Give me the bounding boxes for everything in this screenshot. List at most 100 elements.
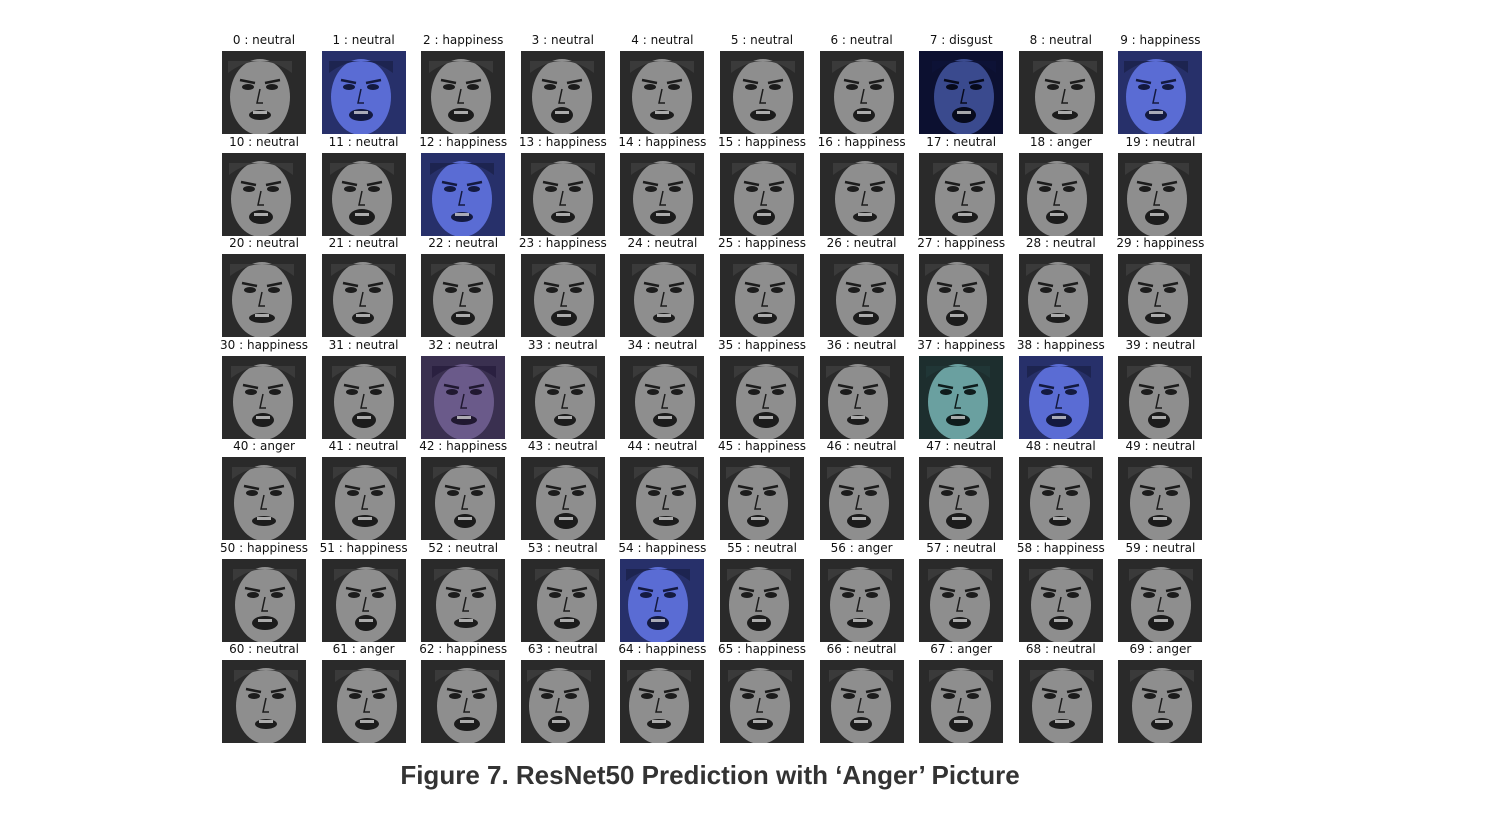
prediction-label: 23 : happiness bbox=[518, 236, 607, 250]
face-thumbnail bbox=[1018, 152, 1103, 236]
image-cell: 4 : neutral bbox=[612, 0, 712, 134]
prediction-label: 34 : neutral bbox=[627, 337, 698, 352]
prediction-label: 33 : neutral bbox=[527, 337, 598, 352]
prediction-label: 32 : neutral bbox=[428, 337, 499, 352]
image-cell: 6 : neutral bbox=[812, 0, 912, 134]
face-thumbnail bbox=[520, 660, 605, 743]
image-cell: 69 : anger bbox=[1110, 609, 1210, 743]
prediction-label: 46 : neutral bbox=[826, 439, 897, 453]
face-thumbnail bbox=[620, 51, 705, 134]
image-cell: 28 : neutral bbox=[1011, 203, 1111, 337]
image-cell: 57 : neutral bbox=[911, 508, 1011, 642]
face-thumbnail bbox=[720, 51, 804, 134]
face-thumbnail bbox=[620, 355, 705, 439]
image-cell: 15 : happiness bbox=[712, 102, 812, 236]
image-cell: 2 : happiness bbox=[413, 0, 513, 134]
prediction-label: 1 : neutral bbox=[332, 33, 395, 47]
image-cell: 60 : neutral bbox=[214, 609, 314, 743]
prediction-label: 4 : neutral bbox=[631, 33, 694, 47]
prediction-label: 41 : neutral bbox=[328, 439, 399, 453]
image-cell: 16 : happiness bbox=[812, 102, 912, 236]
prediction-label: 63 : neutral bbox=[527, 642, 598, 656]
image-cell: 40 : anger bbox=[214, 406, 314, 540]
image-cell: 23 : happiness bbox=[513, 203, 613, 337]
prediction-label: 17 : neutral bbox=[926, 134, 997, 149]
face-thumbnail bbox=[1018, 355, 1103, 439]
image-cell: 62 : happiness bbox=[413, 609, 513, 743]
prediction-label: 8 : neutral bbox=[1029, 33, 1092, 47]
prediction-label: 38 : happiness bbox=[1016, 337, 1105, 352]
image-cell: 65 : happiness bbox=[712, 609, 812, 743]
face-thumbnail bbox=[520, 558, 605, 642]
prediction-label: 64 : happiness bbox=[618, 642, 707, 656]
face-thumbnail bbox=[1118, 254, 1203, 337]
image-cell: 41 : neutral bbox=[314, 406, 414, 540]
face-thumbnail bbox=[520, 51, 605, 134]
image-cell: 18 : anger bbox=[1011, 102, 1111, 236]
prediction-label: 6 : neutral bbox=[830, 33, 893, 47]
prediction-label: 51 : happiness bbox=[319, 540, 408, 555]
image-cell: 11 : neutral bbox=[314, 102, 414, 236]
image-cell: 21 : neutral bbox=[314, 203, 414, 337]
prediction-label: 22 : neutral bbox=[428, 236, 499, 250]
face-thumbnail bbox=[720, 457, 804, 540]
prediction-label: 37 : happiness bbox=[917, 337, 1006, 352]
face-thumbnail bbox=[819, 660, 904, 743]
face-thumbnail bbox=[720, 152, 804, 236]
face-thumbnail bbox=[421, 152, 506, 236]
image-cell: 45 : happiness bbox=[712, 406, 812, 540]
prediction-label: 67 : anger bbox=[930, 642, 993, 656]
image-cell: 32 : neutral bbox=[413, 305, 513, 439]
prediction-label: 11 : neutral bbox=[328, 134, 399, 149]
face-thumbnail bbox=[819, 254, 904, 337]
prediction-label: 66 : neutral bbox=[826, 642, 897, 656]
prediction-label: 60 : neutral bbox=[229, 642, 299, 656]
image-cell: 34 : neutral bbox=[612, 305, 712, 439]
face-thumbnail bbox=[421, 558, 506, 642]
face-thumbnail bbox=[222, 51, 306, 134]
image-cell: 43 : neutral bbox=[513, 406, 613, 540]
prediction-label: 50 : happiness bbox=[220, 540, 308, 555]
prediction-label: 44 : neutral bbox=[627, 439, 698, 453]
prediction-label: 9 : happiness bbox=[1120, 33, 1201, 47]
prediction-label: 2 : happiness bbox=[423, 33, 504, 47]
prediction-label: 69 : anger bbox=[1129, 642, 1192, 656]
face-thumbnail bbox=[919, 51, 1004, 134]
face-thumbnail bbox=[222, 558, 306, 642]
prediction-label: 36 : neutral bbox=[826, 337, 897, 352]
image-cell: 61 : anger bbox=[314, 609, 414, 743]
face-thumbnail bbox=[1018, 254, 1103, 337]
image-cell: 52 : neutral bbox=[413, 508, 513, 642]
image-cell: 27 : happiness bbox=[911, 203, 1011, 337]
prediction-label: 12 : happiness bbox=[419, 134, 508, 149]
prediction-label: 5 : neutral bbox=[730, 33, 794, 47]
prediction-label: 7 : disgust bbox=[929, 33, 993, 47]
image-cell: 39 : neutral bbox=[1110, 305, 1210, 439]
image-cell: 3 : neutral bbox=[513, 0, 613, 134]
face-thumbnail bbox=[1118, 457, 1203, 540]
face-thumbnail bbox=[720, 254, 804, 337]
prediction-label: 56 : anger bbox=[830, 540, 893, 555]
face-thumbnail bbox=[1118, 558, 1203, 642]
image-cell: 46 : neutral bbox=[812, 406, 912, 540]
face-thumbnail bbox=[1018, 660, 1103, 743]
prediction-label: 49 : neutral bbox=[1125, 439, 1196, 453]
image-cell: 55 : neutral bbox=[712, 508, 812, 642]
face-thumbnail bbox=[919, 254, 1004, 337]
prediction-label: 15 : happiness bbox=[718, 134, 806, 149]
image-cell: 7 : disgust bbox=[911, 0, 1011, 134]
image-cell: 64 : happiness bbox=[612, 609, 712, 743]
prediction-label: 19 : neutral bbox=[1125, 134, 1196, 149]
image-cell: 37 : happiness bbox=[911, 305, 1011, 439]
prediction-label: 26 : neutral bbox=[826, 236, 897, 250]
face-thumbnail bbox=[919, 558, 1004, 642]
prediction-label: 54 : happiness bbox=[618, 540, 707, 555]
face-thumbnail bbox=[520, 254, 605, 337]
image-cell: 5 : neutral bbox=[712, 0, 812, 134]
face-thumbnail bbox=[819, 457, 904, 540]
prediction-label: 53 : neutral bbox=[527, 540, 598, 555]
prediction-label: 45 : happiness bbox=[718, 439, 806, 453]
face-thumbnail bbox=[222, 457, 306, 540]
image-cell: 25 : happiness bbox=[712, 203, 812, 337]
